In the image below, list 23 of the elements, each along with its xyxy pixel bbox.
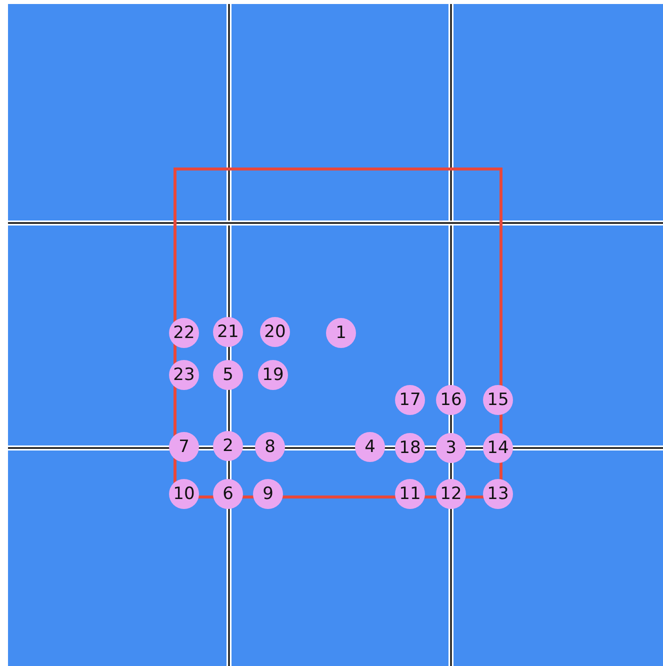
marker-number: 7 <box>178 438 190 456</box>
marker-number: 10 <box>173 486 195 502</box>
marker-number: 19 <box>262 366 284 384</box>
marker-number: 21 <box>217 324 239 340</box>
marker-number: 14 <box>487 440 509 456</box>
marker-number: 3 <box>446 440 456 456</box>
marker-number: 23 <box>173 366 195 384</box>
marker-number: 4 <box>364 438 376 456</box>
marker-number: 16 <box>440 392 462 408</box>
marker-number: 8 <box>264 438 276 456</box>
marker-number: 18 <box>399 440 421 456</box>
marker-number: 1 <box>336 324 346 342</box>
marker-number: 6 <box>222 486 234 502</box>
marker-number: 15 <box>487 392 509 408</box>
marker-number: 2 <box>222 438 234 454</box>
marker-number: 22 <box>173 324 195 342</box>
marker-number: 9 <box>262 486 274 502</box>
marker-number: 17 <box>399 392 421 408</box>
marker-number: 13 <box>487 486 509 502</box>
marker-number: 20 <box>264 324 286 340</box>
marker-number: 12 <box>440 486 462 502</box>
marker-number: 5 <box>222 366 234 384</box>
marker-number: 11 <box>399 486 421 502</box>
